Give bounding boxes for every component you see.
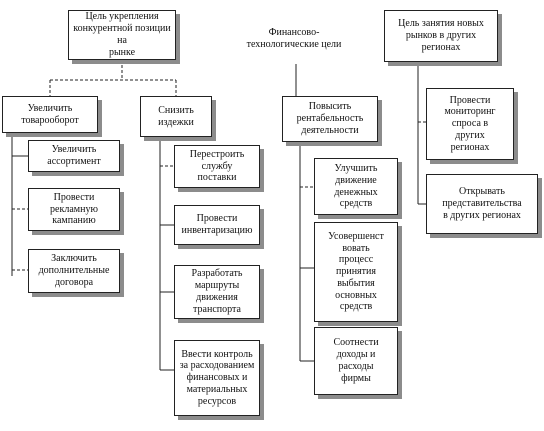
- task-fixed-assets: Усовершенст вовать процесс принятия выбы…: [314, 222, 398, 322]
- task-demand-monitoring: Провести мониторинг спроса в других реги…: [426, 88, 514, 160]
- subgoal-reduce-costs: Снизить издежки: [140, 96, 212, 137]
- task-income-expenses: Соотнести доходы и расходы фирмы: [314, 327, 398, 395]
- task-cash-flow: Улучшить движение денежных средств: [314, 158, 398, 215]
- task-open-representative-offices: Открывать представительства в других рег…: [426, 174, 538, 234]
- goal-new-markets: Цель занятия новых рынков в других регио…: [384, 10, 498, 62]
- goal-financial-technological: Финансово- технологические цели: [246, 27, 342, 50]
- task-increase-assortment: Увеличить ассортимент: [28, 140, 120, 172]
- task-resource-control: Ввести контроль за расходованием финансо…: [174, 340, 260, 416]
- task-inventory: Провести инвентаризацию: [174, 205, 260, 245]
- subgoal-increase-profitability: Повысить рентабельность деятельности: [282, 96, 378, 142]
- task-transport-routes: Разработать маршруты движения транспорта: [174, 265, 260, 319]
- goal-competitive-position: Цель укрепления конкурентной позиции на …: [68, 10, 176, 60]
- task-advertising-campaign: Провести рекламную кампанию: [28, 188, 120, 231]
- subgoal-increase-turnover: Увеличить товарооборот: [2, 96, 98, 133]
- task-restructure-supply: Перестроить службу поставки: [174, 145, 260, 188]
- task-additional-contracts: Заключить дополнительные договора: [28, 249, 120, 293]
